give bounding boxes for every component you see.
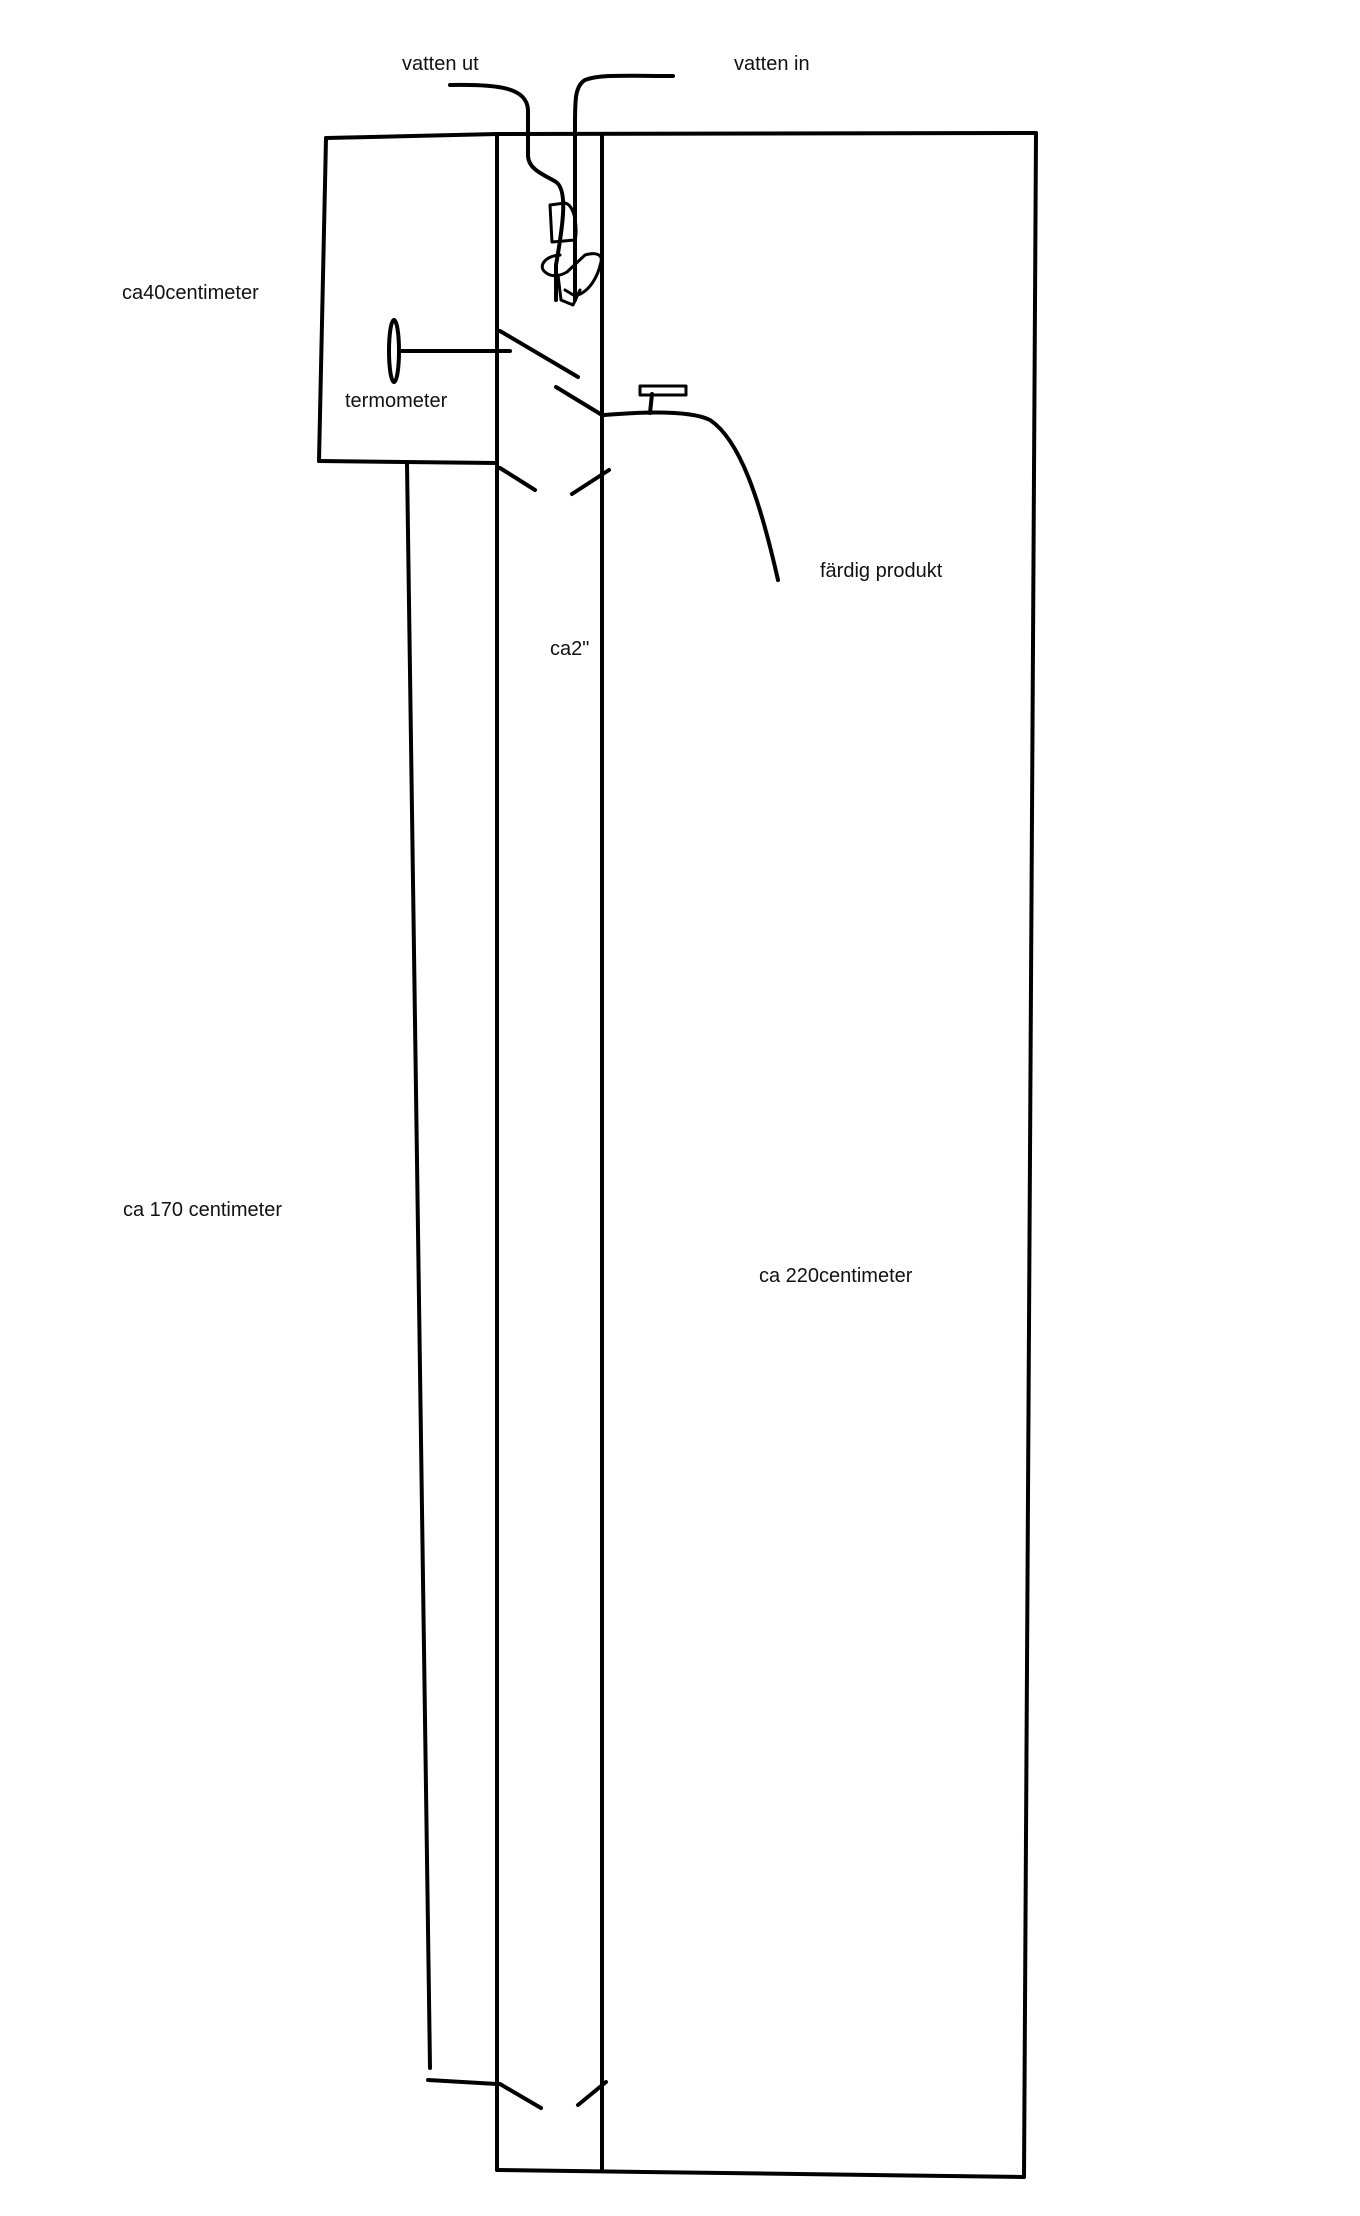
label-product: färdig produkt bbox=[820, 560, 943, 582]
condenser-box bbox=[317, 132, 499, 465]
coil-loop-2 bbox=[540, 252, 603, 298]
outlet-tube bbox=[602, 410, 780, 582]
label-water-in: vatten in bbox=[734, 53, 810, 75]
label-top-height: ca40centimeter bbox=[122, 282, 259, 304]
valve-handle bbox=[638, 384, 688, 397]
baffle-3 bbox=[498, 466, 537, 492]
frame-right-edge bbox=[1022, 131, 1038, 2179]
baffle-6 bbox=[576, 2080, 608, 2107]
water-in-tube bbox=[573, 73, 675, 302]
column-frame bbox=[495, 131, 1038, 2179]
baffle-1 bbox=[498, 329, 580, 379]
product-outlet bbox=[602, 384, 780, 582]
label-water-out: vatten ut bbox=[402, 53, 479, 75]
frame-top-edge bbox=[495, 131, 1038, 136]
water-out-tube bbox=[448, 82, 566, 302]
label-pipe-diameter: ca2" bbox=[550, 638, 590, 660]
baffle-5 bbox=[498, 2082, 543, 2110]
baffle-4 bbox=[570, 468, 611, 496]
box-left bbox=[317, 136, 328, 463]
frame-bottom-edge bbox=[495, 2168, 1026, 2179]
label-column-height: ca 220centimeter bbox=[759, 1265, 913, 1287]
thermometer-icon bbox=[387, 318, 512, 384]
label-thermometer: termometer bbox=[345, 390, 448, 412]
jacket-left-wall bbox=[405, 461, 432, 2070]
jacket-bottom bbox=[426, 2078, 499, 2086]
baffle-2 bbox=[554, 385, 604, 417]
cooling-jacket bbox=[405, 461, 499, 2086]
coil-loop-3 bbox=[556, 273, 582, 307]
label-jacket-height: ca 170 centimeter bbox=[123, 1199, 282, 1221]
coil-loop-1 bbox=[548, 201, 578, 244]
valve-stem bbox=[648, 392, 654, 415]
baffles bbox=[498, 329, 611, 2110]
water-coil bbox=[448, 73, 675, 307]
box-top bbox=[324, 132, 499, 140]
